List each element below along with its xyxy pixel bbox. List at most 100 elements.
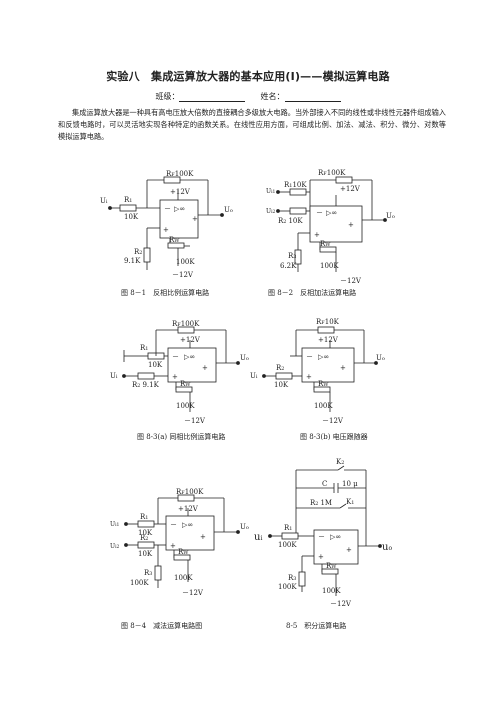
fig2-opamp: ▷∞ [326, 209, 337, 217]
fig3b-rw: RW [318, 380, 329, 388]
fig3a-uo: Uo [240, 354, 249, 362]
figure-8-2-circuit [276, 176, 387, 272]
fig5-vminus: －12V [330, 600, 352, 608]
class-name-line: 班级： 姓名： [0, 91, 496, 102]
fig2-r3: R3 [288, 252, 296, 260]
figure-8-3a-circuit [122, 326, 240, 412]
figure-8-4-circuit [124, 494, 240, 588]
fig4-r1-val: 10K [138, 529, 153, 537]
fig4-r2: R2 [140, 534, 148, 542]
fig5-plus: + [318, 553, 324, 561]
fig3b-r2-val: 10K [274, 381, 289, 389]
fig1-r2: R2 [134, 248, 142, 256]
fig5-rw-val: 100K [322, 587, 341, 595]
name-blank[interactable] [284, 92, 341, 102]
fig4-ui1: Ui1 [110, 521, 120, 528]
fig3b-minus: － [306, 353, 313, 361]
fig5-c-val: 10 μ [342, 480, 358, 488]
figure-8-5-circuit [268, 465, 382, 596]
figure-8-3b-circuit [262, 326, 378, 412]
fig4-r1: R1 [140, 513, 148, 521]
fig5-r1-val: 100K [278, 541, 297, 549]
fig2-rw: RW [320, 240, 331, 248]
fig5-opamp: ▷∞ [330, 533, 341, 541]
fig3b-ui: Ui [250, 372, 258, 380]
fig2-uo: Uo [386, 212, 395, 220]
fig3b-opamp: ▷∞ [318, 353, 329, 361]
fig1-r2-val: 9.1K [124, 257, 141, 265]
fig5-ui: ui [254, 532, 262, 543]
class-label: 班级： [155, 92, 180, 101]
fig5-out-plus: + [346, 546, 352, 554]
fig1-opamp: ▷∞ [174, 205, 185, 213]
figure-8-1-circuit [108, 176, 224, 270]
fig2-rf-label: RF100K [318, 169, 346, 177]
fig4-vminus: －12V [182, 589, 204, 597]
class-blank[interactable] [179, 92, 246, 102]
fig2-ui2: Ui2 [266, 208, 276, 215]
fig2-plus: + [314, 231, 320, 239]
fig4-uo: Uo [240, 523, 249, 531]
fig2-minus: － [316, 209, 323, 217]
fig2-r1: R110K [284, 181, 307, 189]
fig1-vplus: +12V [170, 188, 191, 196]
fig4-vplus: +12V [178, 505, 199, 513]
fig5-minus: － [318, 533, 325, 541]
fig1-r1-val: 10K [124, 213, 139, 221]
fig3a-vplus: +12V [180, 336, 201, 344]
caption-fig3a: 图 8-3(a) 同相比例运算电路 [137, 432, 225, 441]
fig3a-minus: － [172, 353, 179, 361]
fig3a-out-plus: + [202, 364, 208, 372]
fig2-vminus: －12V [340, 277, 362, 285]
fig5-r3: R3 [288, 574, 296, 582]
fig5-r3-val: 100K [278, 583, 297, 591]
fig2-vplus: +12V [340, 185, 361, 193]
fig4-minus: － [170, 521, 177, 529]
fig3b-r2: R2 [276, 364, 284, 372]
fig5-rw: RW [326, 562, 337, 570]
fig1-minus: － [164, 205, 171, 213]
fig3a-rf-label: RF100K [172, 320, 200, 328]
fig3b-rf-label: RF10K [316, 318, 340, 326]
fig4-ui2: Ui2 [110, 543, 120, 550]
caption-fig3b: 图 8-3(b) 电压跟随器 [300, 432, 368, 441]
caption-fig2: 图 8－2 反相加法运算电路 [268, 288, 356, 297]
fig3a-plus: + [172, 373, 178, 381]
fig4-rw-val: 100K [174, 574, 193, 582]
caption-fig4: 图 8－4 减法运算电路图 [121, 621, 202, 630]
fig5-k2: K2 [336, 458, 344, 466]
fig1-plus: + [163, 226, 169, 234]
fig1-rw: RW [169, 236, 180, 244]
fig2-r3-val: 6.2K [280, 262, 297, 270]
caption-fig5: 8-5 积分运算电路 [286, 621, 346, 630]
fig4-r3-val: 100K [130, 579, 149, 587]
fig3b-rw-val: 100K [314, 402, 333, 410]
fig5-r1: R1 [284, 524, 292, 532]
fig5-c: C [322, 480, 327, 488]
fig3a-r1: R1 [140, 344, 148, 352]
fig3b-vplus: +12V [318, 336, 339, 344]
fig2-ui1: Ui1 [266, 188, 276, 195]
fig4-r3: R3 [144, 569, 152, 577]
fig3a-opamp: ▷∞ [184, 353, 195, 361]
fig3a-rw: RW [180, 380, 191, 388]
fig5-uo: uo [382, 542, 392, 553]
fig4-rw: RW [178, 548, 189, 556]
document-title: 实验八 集成运算放大器的基本应用(Ⅰ)——模拟运算电路 [106, 70, 390, 83]
fig3a-rw-val: 100K [176, 402, 195, 410]
name-label: 姓名： [260, 92, 285, 101]
fig2-out-plus: + [348, 221, 354, 229]
fig3b-uo: Uo [376, 354, 385, 362]
fig3a-ui: Ui [110, 372, 118, 380]
caption-fig1: 图 8－1 反相比例运算电路 [121, 288, 209, 297]
fig3a-vminus: －12V [184, 417, 206, 425]
fig5-k1: K1 [346, 498, 354, 506]
fig1-rw-val: 100K [176, 258, 195, 266]
intro-paragraph: 集成运算放大器是一种具有高电压放大倍数的直接耦合多级放大电路。当外部接入不同的线… [58, 108, 446, 142]
fig3a-r1-val: 10K [148, 361, 163, 369]
fig4-rf-label: RF100K [176, 488, 204, 496]
